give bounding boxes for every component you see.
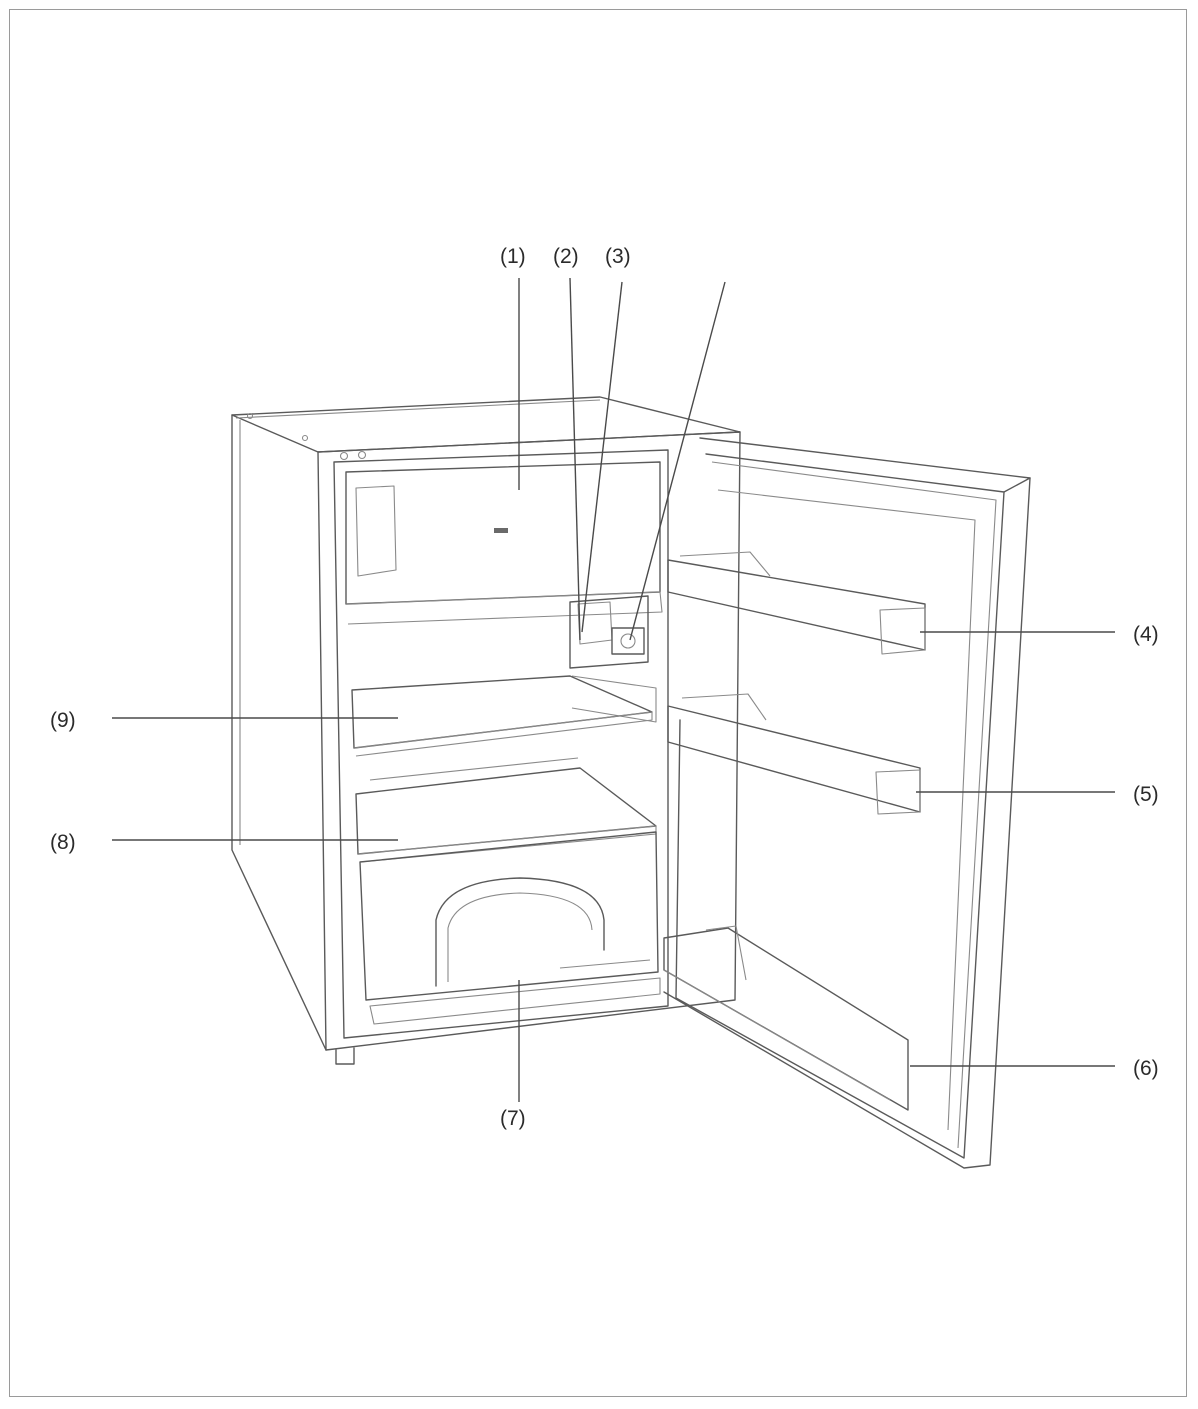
crisper-drawer	[359, 831, 661, 1025]
door-shelf-upper	[667, 551, 926, 655]
label-4: (4)	[1133, 623, 1159, 646]
glass-shelf-lower	[355, 757, 657, 863]
label-6: (6)	[1133, 1057, 1159, 1080]
freezer-compartment	[345, 461, 663, 625]
refrigerator-door	[663, 437, 1031, 1169]
leader-lines	[112, 277, 1115, 1102]
label-1: (1)	[500, 245, 526, 268]
thermostat-knob-box	[611, 627, 645, 655]
leader-line-2	[569, 277, 581, 641]
figure-frame	[9, 9, 1187, 1397]
freezer-badge	[494, 528, 508, 533]
leader-line-thermostat	[629, 281, 726, 641]
label-3: (3)	[605, 245, 631, 268]
label-5: (5)	[1133, 783, 1159, 806]
glass-shelf-upper	[351, 675, 653, 757]
label-2: (2)	[553, 245, 579, 268]
label-8: (8)	[50, 831, 76, 854]
leader-line-3	[581, 281, 623, 633]
door-shelf-bottom	[663, 925, 909, 1111]
callout-labels: (1) (2) (3) (4) (5) (6) (7) (8) (9)	[50, 245, 1159, 1130]
label-7: (7)	[500, 1107, 526, 1130]
cabinet	[231, 396, 741, 1065]
door-shelf-middle	[667, 693, 921, 815]
label-9: (9)	[50, 709, 76, 732]
